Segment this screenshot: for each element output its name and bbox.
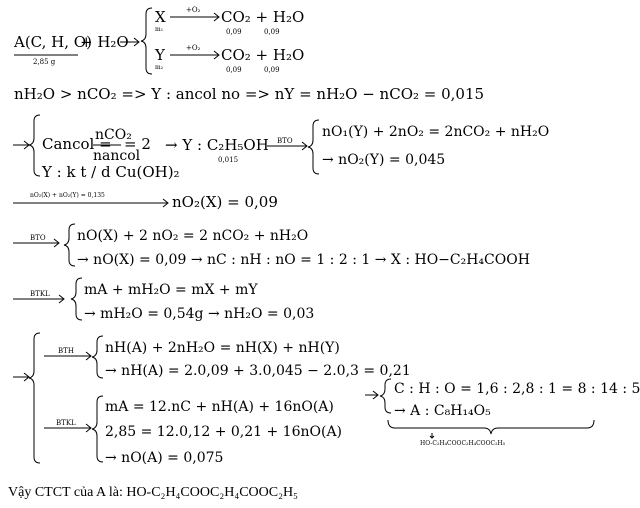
o2-x-result: nO₂(X) = 0,09: [172, 193, 278, 211]
drawing-layer: [13, 7, 595, 464]
y-test-line: Y : k t / d Cu(OH)₂: [42, 163, 180, 181]
arrow-reactants: [120, 37, 140, 47]
bth-label: BTH: [58, 347, 74, 355]
o2-label-y: +O₂: [186, 44, 201, 52]
co2-value-x: 0,09: [226, 28, 242, 36]
btkl-label-5: BTKL: [56, 419, 76, 427]
products-x: CO₂ + H₂O: [221, 8, 305, 26]
brace-block4: [70, 277, 83, 321]
plus-water: + H₂O: [80, 33, 129, 51]
c-ancol-value: = 2: [124, 135, 151, 153]
atom-ratio: C : H : O = 1,6 : 2,8 : 1 = 8 : 14 : 5: [394, 381, 640, 397]
o-a-result: → nO(A) = 0,075: [105, 450, 224, 466]
fraction-numerator: nCO₂: [95, 127, 132, 143]
brace-bto: [307, 119, 320, 175]
worked-solution: A(C, H, O) 2,85 g + H₂O X m₁ +O₂ CO₂ + H…: [8, 6, 640, 500]
bto-label-3: BTO: [30, 234, 46, 242]
y-formula: → Y : C₂H₅OH: [165, 136, 269, 154]
bto-label-2: BTO: [277, 137, 293, 145]
arrow-btkl-4: [13, 294, 65, 304]
brace-block5: [28, 332, 41, 464]
brace-block1: [140, 7, 153, 75]
co2-value-y: 0,09: [226, 66, 242, 74]
bto-equation: nO₁(Y) + 2nO₂ = 2nCO₂ + nH₂O: [322, 124, 550, 140]
arrow-to-result: [365, 390, 379, 400]
arrow-y: [170, 50, 220, 60]
conclusion: Vậy CTCT của A là: HO-C₂H₄COOC₂H₄COOC₂H₅: [8, 485, 298, 500]
water-result: → mH₂O = 0,54g → nH₂O = 0,03: [84, 306, 315, 322]
mass-m2: m₂: [155, 64, 164, 71]
mass-m1: m₁: [155, 26, 164, 33]
underbrace: [387, 419, 595, 435]
y-moles: 0,015: [218, 156, 239, 164]
arrow-bto-3: [13, 238, 60, 248]
x-formula-line: → nO(X) = 0,09 → nC : nH : nO = 1 : 2 : …: [77, 252, 530, 268]
o2-sum-label: nO₂(X) + nO₂(Y) = 0,135: [30, 192, 105, 199]
reactant-a: A(C, H, O): [14, 33, 92, 51]
brace-block3: [63, 223, 76, 267]
c-ancol-label: Cancol =: [42, 135, 112, 153]
brace-bth: [91, 335, 104, 379]
product-x: X: [155, 8, 166, 26]
btkl-label-4: BTKL: [30, 290, 50, 298]
reactant-a-mass: 2,85 g: [33, 58, 56, 66]
brace-btkl: [91, 395, 104, 463]
arrow-long: [13, 198, 169, 208]
h-a-result: → nH(A) = 2.0,09 + 3.0,045 − 2.0,3 = 0,2…: [105, 363, 411, 379]
fraction-denominator: nancol: [93, 148, 141, 164]
brace-block2: [28, 114, 41, 177]
h2o-value-x: 0,09: [264, 28, 280, 36]
arrow-lead-5: [13, 372, 30, 382]
a-structure-note: HO-C₂H₄COOC₂H₄COOC₂H₅: [420, 440, 506, 447]
a-molecular-formula: → A : C₈H₁₄O₅: [394, 403, 491, 419]
arrow-bth: [44, 351, 92, 361]
bth-equation: nH(A) + 2nH₂O = nH(X) + nH(Y): [105, 340, 340, 356]
arrow-btkl-5: [44, 423, 92, 433]
arrow-x: [170, 12, 220, 22]
h2o-value-y: 0,09: [264, 66, 280, 74]
bto-equation-x: nO(X) + 2 nO₂ = 2 nCO₂ + nH₂O: [77, 228, 309, 244]
o2-label-x: +O₂: [186, 6, 201, 14]
btkl-equation: mA + mH₂O = mX + mY: [84, 282, 258, 298]
products-y: CO₂ + H₂O: [221, 46, 305, 64]
arrow-lead-2: [13, 140, 30, 150]
arrow-bto: [267, 141, 308, 151]
brace-result: [379, 378, 392, 414]
down-mark: [429, 433, 435, 439]
btkl-mass-equation: mA = 12.nC + nH(A) + 16nO(A): [105, 399, 334, 415]
btkl-numeric-equation: 2,85 = 12.0,12 + 0,21 + 16nO(A): [105, 424, 343, 440]
o2-y-result: → nO₂(Y) = 0,045: [322, 152, 446, 168]
product-y: Y: [155, 46, 165, 64]
y-analysis-line: nH₂O > nCO₂ => Y : ancol no => nY = nH₂O…: [14, 85, 485, 103]
